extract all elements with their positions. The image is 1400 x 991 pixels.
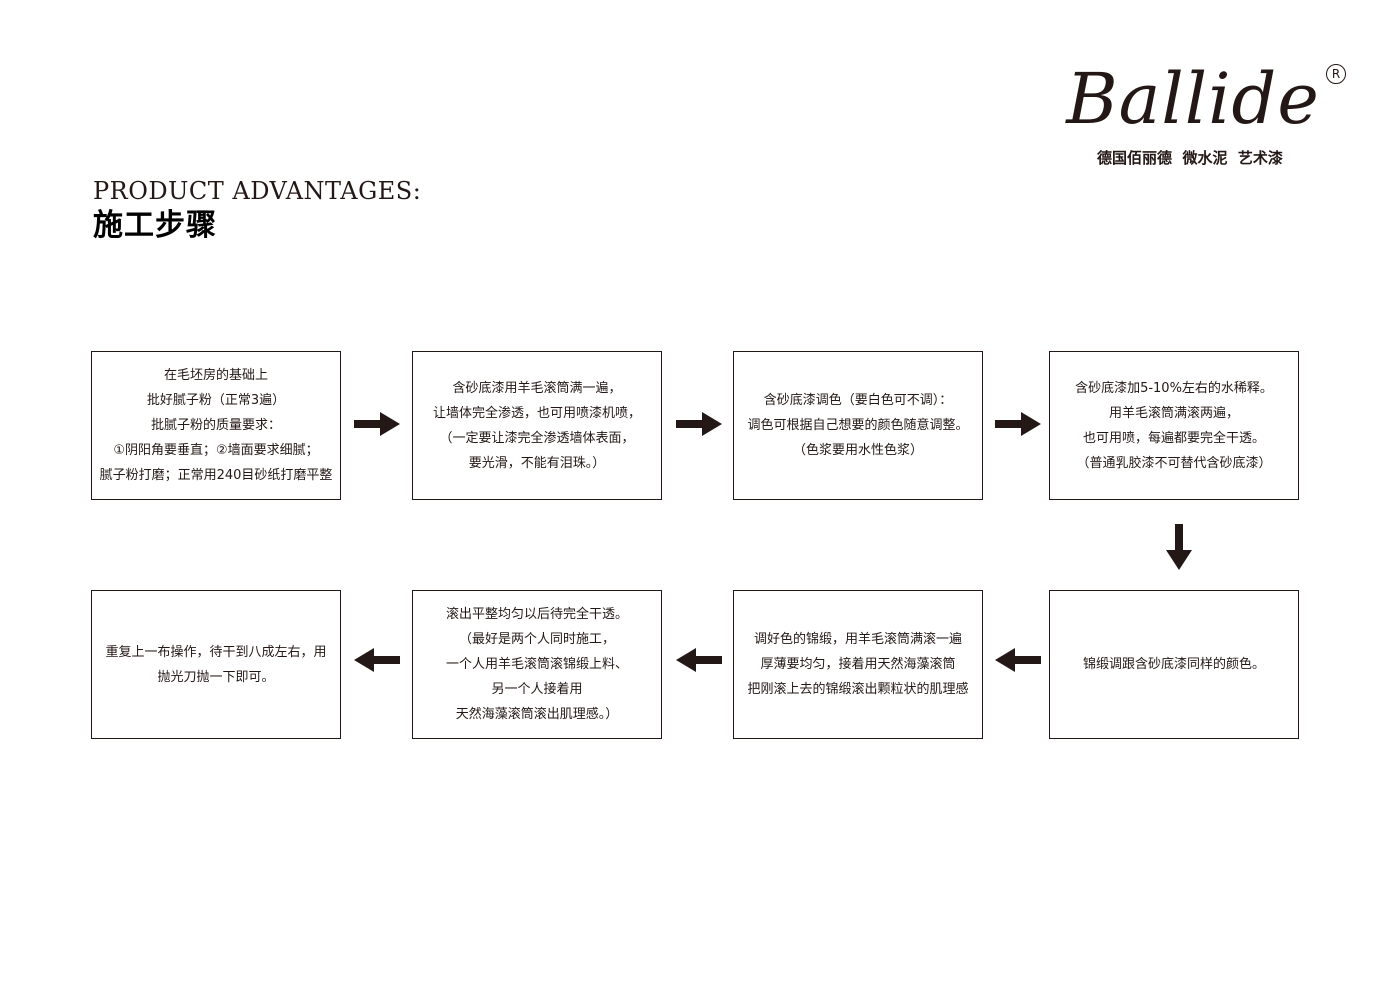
step-text-line: 厚薄要均匀，接着用天然海藻滚筒 [760, 657, 956, 672]
arrow-left-icon [354, 648, 400, 676]
step-text-line: 让墙体完全渗透，也可用喷漆机喷， [432, 405, 641, 421]
arrow-down-icon [1166, 524, 1192, 574]
step-box-6: 调好色的锦缎，用羊毛滚筒满滚一遍厚薄要均匀，接着用天然海藻滚筒把刚滚上去的锦缎滚… [733, 590, 983, 739]
step-box-3: 含砂底漆调色（要白色可不调）： 调色可根据自己想要的颜色随意调整。 （色浆要用水性色… [733, 351, 983, 500]
step-box-8: 重复上一布操作，待干到八成左右，用抛光刀抛一下即可。 [91, 590, 341, 739]
arrow-right-icon [354, 412, 400, 440]
step-box-7: 滚出平整均匀以后待完全干透。 （最好是两个人同时施工， 一个人用羊毛滚筒滚锦缎上料、… [412, 590, 662, 739]
step-box-1: 在毛坯房的基础上批好腻子粉（正常3遍） 批腻子粉的质量要求： ①阴阳角要垂直；②墙面… [91, 351, 341, 500]
step-text-line: 重复上一布操作，待干到八成左右，用 [105, 644, 327, 660]
arrow-right-icon [676, 412, 722, 440]
step-box-5: 锦缎调跟含砂底漆同样的颜色。 [1049, 590, 1299, 739]
step-text-line: 批好腻子粉（正常3遍） [146, 393, 286, 408]
step-text-line: ①阴阳角要垂直；②墙面要求细腻； [113, 443, 319, 458]
arrow-left-icon [995, 648, 1041, 676]
step-text-line: 把刚滚上去的锦缎滚出颗粒状的肌理感 [747, 682, 969, 697]
brand-tagline: 德国佰丽德 微水泥 艺术漆 [1097, 149, 1283, 167]
step-text-line: 含砂底漆调色（要白色可不调）： [763, 393, 953, 408]
step-text-line: 腻子粉打磨；正常用240目砂纸打磨平整 [99, 468, 333, 483]
step-text-line: （一定要让漆完全渗透墙体表面， [439, 430, 635, 446]
registered-mark-icon: R [1326, 64, 1346, 84]
logo-wordmark: Ballide [1066, 58, 1320, 140]
step-box-2: 含砂底漆用羊毛滚筒满一遍， 让墙体完全渗透，也可用喷漆机喷， （一定要让漆完全渗透墙… [412, 351, 662, 500]
step-text-line: 含砂底漆用羊毛滚筒满一遍， [452, 380, 622, 396]
step-text-line: 天然海藻滚筒滚出肌理感。） [455, 707, 619, 722]
brand-logo: Ballide R 德国佰丽德 微水泥 艺术漆 [1040, 56, 1360, 172]
step-text-line: 要光滑，不能有泪珠。） [468, 455, 606, 471]
step-text-line: 调色可根据自己想要的颜色随意调整。 [747, 418, 969, 433]
step-text-line: 一个人用羊毛滚筒滚锦缎上料、 [445, 657, 628, 672]
step-text-line: 抛光刀抛一下即可。 [157, 669, 275, 685]
step-text-line: 滚出平整均匀以后待完全干透。 [445, 607, 628, 622]
step-text-line: （色浆要用水性色浆） [792, 443, 923, 458]
step-text-line: 锦缎调跟含砂底漆同样的颜色。 [1082, 657, 1265, 672]
step-text-line: 用羊毛滚筒满滚两遍， [1108, 405, 1239, 421]
step-text-line: 调好色的锦缎，用羊毛滚筒满滚一遍 [753, 632, 962, 647]
arrow-left-icon [676, 648, 722, 676]
step-text-line: 另一个人接着用 [491, 682, 583, 697]
heading-english: PRODUCT ADVANTAGES: [93, 177, 422, 205]
step-text-line: 也可用喷，每遍都要完全干透。 [1082, 430, 1265, 446]
step-text-line: 批腻子粉的质量要求： [150, 418, 281, 433]
step-box-4: 含砂底漆加5-10%左右的水稀释。用羊毛滚筒满滚两遍， 也可用喷，每遍都要完全干透… [1049, 351, 1299, 500]
step-text-line: 在毛坯房的基础上 [163, 368, 268, 383]
step-text-line: 含砂底漆加5-10%左右的水稀释。 [1075, 380, 1273, 396]
step-text-line: （普通乳胶漆不可替代含砂底漆） [1076, 455, 1272, 471]
heading-chinese: 施工步骤 [93, 208, 217, 243]
arrow-right-icon [995, 412, 1041, 440]
step-text-line: （最好是两个人同时施工， [458, 632, 615, 647]
